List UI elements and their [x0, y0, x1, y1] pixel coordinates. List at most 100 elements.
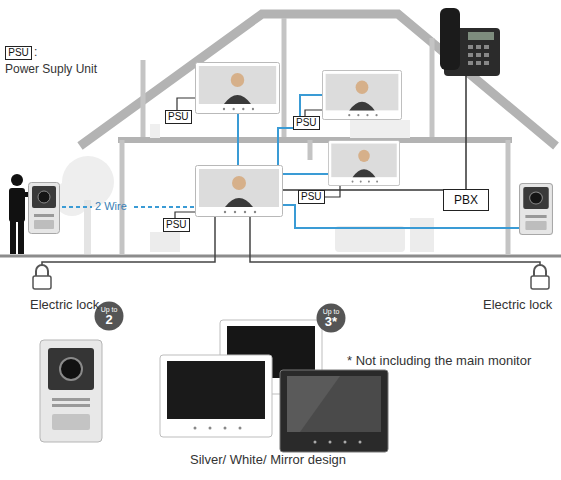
speaker-grille [52, 398, 90, 401]
button [359, 441, 362, 444]
floor [118, 137, 512, 143]
lock-wire [42, 217, 215, 266]
text-label: Silver/ White/ Mirror design [190, 452, 346, 468]
wall [141, 60, 146, 140]
phone-display [468, 32, 494, 40]
lamp [150, 124, 160, 138]
visitor-silhouette [9, 174, 31, 254]
phone-key [484, 61, 489, 65]
leg [18, 221, 24, 254]
button [344, 441, 347, 444]
sub-monitor [195, 63, 279, 114]
phone-key [484, 45, 489, 49]
mirror-monitor [280, 370, 388, 452]
monitor-wire [278, 95, 322, 165]
count-badge: Up to3* [316, 303, 346, 333]
wall [430, 38, 435, 140]
silver-monitor [160, 355, 272, 437]
roof [80, 14, 556, 146]
two-wire-line [62, 206, 92, 208]
head [11, 174, 23, 186]
camera-panel [48, 348, 94, 390]
wall [308, 140, 313, 160]
tree-trunk [84, 200, 91, 254]
phone-key [476, 61, 481, 65]
cabinet [410, 218, 434, 252]
lock-wire [250, 217, 540, 266]
wall [506, 140, 511, 254]
bed [350, 120, 410, 138]
main-monitor [196, 166, 283, 217]
button [194, 427, 197, 430]
leg [10, 221, 16, 254]
phone-key [476, 45, 481, 49]
text-label: 2 Wire [95, 200, 127, 213]
door-station [29, 183, 60, 234]
button [314, 441, 317, 444]
button [209, 427, 212, 430]
monitor-screen [287, 376, 381, 432]
psu-box: PSU [298, 190, 325, 204]
psu-wire [323, 186, 340, 197]
node-label: PSU [166, 220, 187, 230]
padlock-shackle [534, 265, 546, 276]
screen-reflection [287, 376, 340, 432]
psu-box: PSU [165, 110, 192, 124]
text-label: Electric lock [30, 297, 99, 313]
two-wire-line [134, 206, 195, 208]
button [329, 441, 332, 444]
door-station [520, 184, 553, 235]
button [239, 427, 242, 430]
text-label: : [34, 45, 37, 59]
furniture [150, 232, 180, 252]
badge-circle [317, 304, 346, 333]
sofa [335, 226, 405, 252]
badge-caption: Up to [323, 308, 340, 315]
phone-key [468, 61, 473, 65]
telephone [440, 8, 500, 76]
psu-box: PSU [163, 218, 190, 232]
phone-wire [465, 76, 467, 189]
wall [282, 18, 287, 140]
text-label: Electric lock [483, 297, 552, 313]
phone-key [484, 53, 489, 57]
phone-key [468, 53, 473, 57]
node-label: PBX [454, 193, 478, 207]
monitor-wire [283, 173, 328, 175]
badge-count: 3* [325, 315, 337, 328]
text-label: Power Suply Unit [5, 62, 97, 76]
node-label: PSU [301, 192, 322, 202]
phone-key [468, 45, 473, 49]
sub-monitor [322, 70, 401, 119]
sub-monitor [328, 140, 399, 185]
door-station-product [40, 340, 102, 442]
badge-count: 2 [105, 313, 112, 326]
node-label: PSU [296, 118, 317, 128]
station-body [40, 340, 102, 442]
phone-handset [440, 8, 460, 70]
torso [9, 188, 25, 222]
camera-lens [60, 358, 82, 380]
padlock-body [33, 276, 51, 289]
node-label: PSU [8, 48, 29, 58]
wall [120, 140, 125, 254]
pbx-box: PBX [443, 189, 489, 211]
monitor-wire [237, 114, 239, 165]
psu-box: PSU [293, 116, 320, 130]
phone-key [476, 53, 481, 57]
padlock-body [531, 276, 549, 289]
call-button [52, 414, 90, 430]
badge-caption: Up to [101, 306, 118, 313]
text-label: * Not including the main monitor [347, 353, 531, 369]
psu-wire [177, 98, 195, 110]
speaker-grille [52, 404, 90, 407]
ground [0, 255, 561, 258]
monitor-screen [167, 361, 265, 419]
node-label: PSU [168, 112, 189, 122]
padlock-shackle [36, 265, 48, 276]
button [224, 427, 227, 430]
monitor-product [280, 370, 388, 452]
psu-box: PSU [5, 46, 32, 60]
monitor-product [160, 355, 272, 437]
